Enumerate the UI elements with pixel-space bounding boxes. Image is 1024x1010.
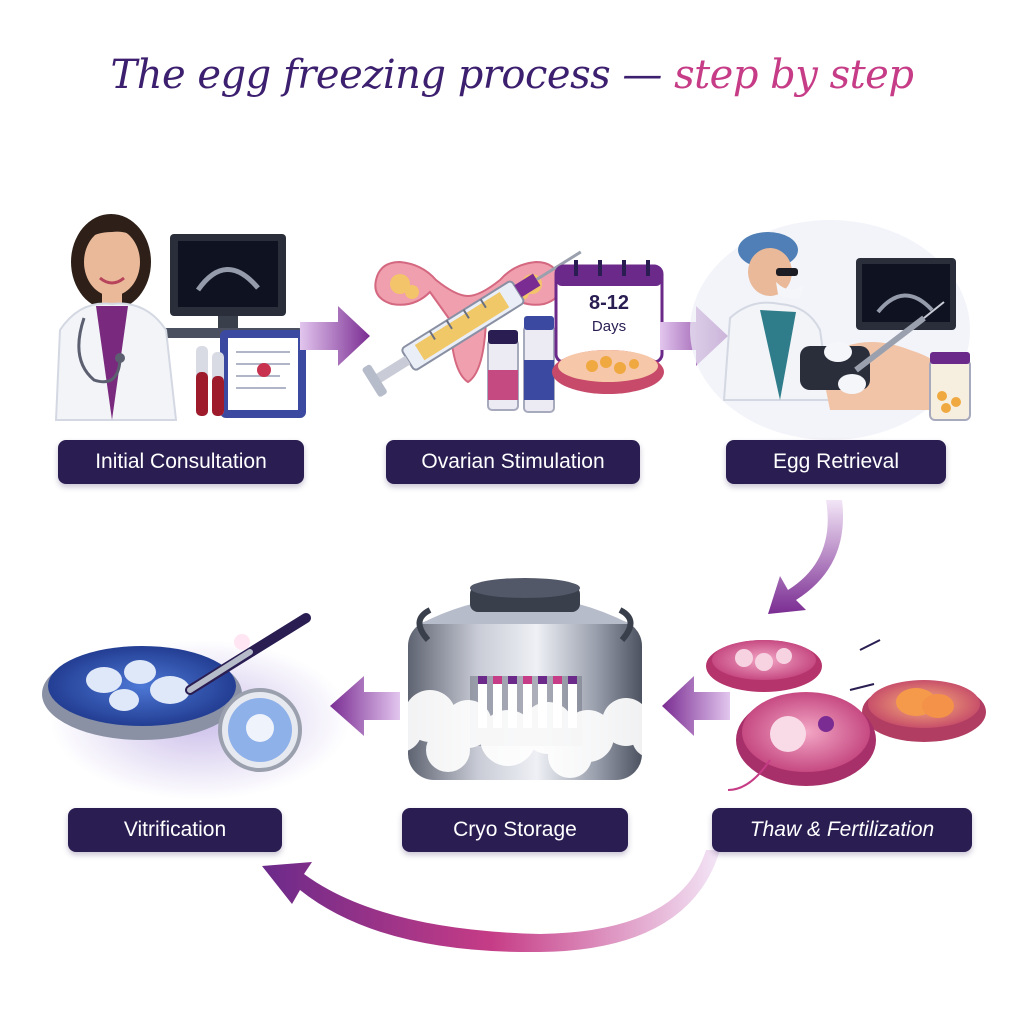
- cryo-storage-illustration: [378, 578, 672, 780]
- syringe-icon: [362, 250, 582, 397]
- retrieval-illustration: [690, 220, 971, 440]
- step-label-thaw-fertilization: Thaw & Fertilization: [712, 808, 972, 852]
- arrow-right-icon: [300, 306, 370, 366]
- vapor-icon: [378, 690, 672, 778]
- title-main: The egg freezing process —: [110, 52, 663, 98]
- vitrification-illustration: [42, 613, 350, 800]
- surgeon-avatar: [748, 248, 792, 296]
- title-accent: step by step: [674, 52, 914, 98]
- arrow-left-icon: [662, 676, 730, 736]
- needle-icon: [854, 315, 926, 373]
- step-label-egg-retrieval: Egg Retrieval: [726, 440, 946, 484]
- calendar-range: 8-12: [588, 292, 630, 314]
- arrow-return-icon: [262, 850, 720, 953]
- page-title: The egg freezing process — step by step: [0, 52, 1024, 98]
- sample-vial-icon: [478, 680, 487, 728]
- step-label-cryo-storage: Cryo Storage: [402, 808, 628, 852]
- arrow-down-icon: [768, 500, 844, 614]
- fertilization-illustration: [706, 639, 986, 791]
- calendar-unit: Days: [591, 318, 627, 335]
- stethoscope-icon: [77, 317, 122, 384]
- step-label-vitrification: Vitrification: [68, 808, 282, 852]
- stimulation-illustration: [362, 250, 664, 413]
- step-label-initial-consultation: Initial Consultation: [58, 440, 304, 484]
- consultation-illustration: [54, 214, 306, 421]
- step-label-ovarian-stimulation: Ovarian Stimulation: [386, 440, 640, 484]
